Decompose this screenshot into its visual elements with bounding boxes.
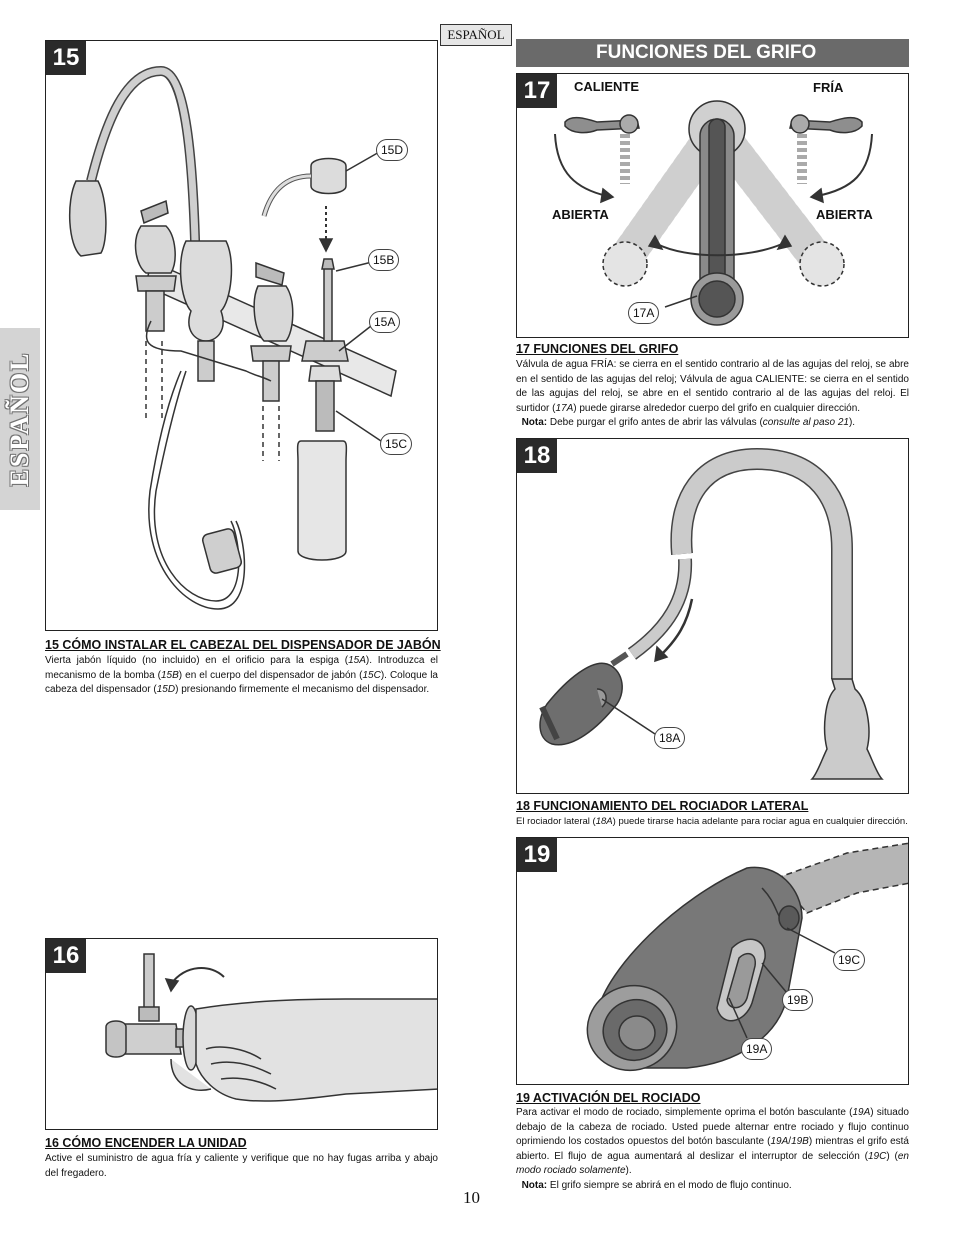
section-15-body: Vierta jabón líquido (no incluido) en el… bbox=[45, 655, 438, 695]
figure-17-illustration bbox=[554, 100, 873, 326]
cold-label: FRÍA bbox=[813, 80, 844, 95]
section-16-title: 16 CÓMO ENCENDER LA UNIDAD bbox=[45, 1136, 247, 1150]
callout-17a: 17A bbox=[628, 302, 660, 324]
open-right-label: ABIERTA bbox=[816, 207, 873, 222]
callout-15d: 15D bbox=[376, 139, 409, 161]
figure-number: 16 bbox=[46, 939, 86, 973]
callout-19a: 19A bbox=[741, 1038, 773, 1060]
callout-15c: 15C bbox=[380, 433, 413, 455]
side-tab-label: ESPAÑOL bbox=[5, 351, 34, 487]
open-left-label: ABIERTA bbox=[552, 207, 609, 222]
figure-19: 19 19C 19B 19A bbox=[516, 837, 909, 1085]
section-18-body: El rociador lateral (18A) puede tirarse … bbox=[516, 816, 908, 827]
figure-number: 19 bbox=[517, 838, 557, 872]
figure-18: 18 18A bbox=[516, 438, 909, 794]
figure-15: 15 15D 15B 15A 15C bbox=[45, 40, 438, 631]
side-language-tab: ESPAÑOL bbox=[0, 328, 40, 510]
figure-number: 17 bbox=[517, 74, 557, 108]
page-number: 10 bbox=[463, 1188, 480, 1207]
section-17-title: 17 FUNCIONES DEL GRIFO bbox=[516, 342, 679, 356]
section-17-body: Válvula de agua FRÍA: se cierra en el se… bbox=[516, 359, 909, 428]
callout-19b: 19B bbox=[782, 989, 814, 1011]
section-header: FUNCIONES DEL GRIFO bbox=[516, 39, 909, 67]
figure-17: 17 CALIENTE FRÍA ABIERTA ABIERTA 17A bbox=[516, 73, 909, 338]
figure-15-illustration bbox=[68, 65, 397, 610]
section-18-title: 18 FUNCIONAMIENTO DEL ROCIADOR LATERAL bbox=[516, 799, 809, 813]
callout-18a: 18A bbox=[654, 727, 686, 749]
callout-19c: 19C bbox=[833, 949, 866, 971]
section-16-body: Active el suministro de agua fría y cali… bbox=[45, 1153, 438, 1179]
figure-number: 18 bbox=[517, 439, 557, 473]
figure-18-illustration bbox=[539, 447, 884, 780]
callout-15a: 15A bbox=[369, 311, 401, 333]
figure-16: 16 bbox=[45, 938, 438, 1130]
figure-number: 15 bbox=[46, 41, 86, 75]
section-19-body: Para activar el modo de rociado, simplem… bbox=[516, 1107, 909, 1191]
section-19-title: 19 ACTIVACIÓN DEL ROCIADO bbox=[516, 1091, 701, 1105]
hot-label: CALIENTE bbox=[574, 79, 639, 94]
section-15-title: 15 CÓMO INSTALAR EL CABEZAL DEL DISPENSA… bbox=[45, 638, 441, 652]
figure-16-illustration bbox=[105, 953, 437, 1102]
language-tab: ESPAÑOL bbox=[440, 24, 512, 46]
callout-15b: 15B bbox=[368, 249, 400, 271]
figure-19-illustration bbox=[586, 842, 908, 1072]
